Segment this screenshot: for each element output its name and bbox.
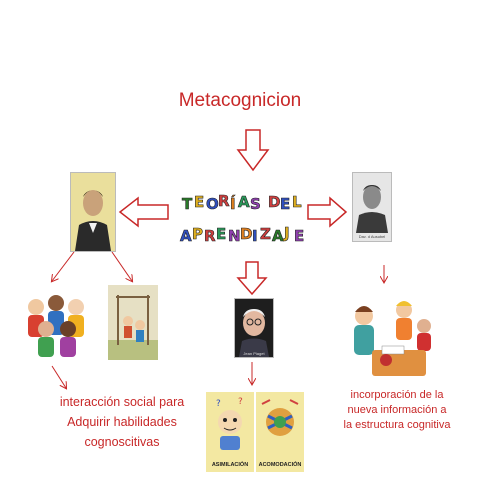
caption-incorporacion: incorporación de la nueva información a … (343, 389, 451, 431)
svg-text:Z: Z (260, 225, 271, 243)
vygotsky-portrait (70, 172, 116, 252)
diagram-title: Metacognicion (178, 90, 302, 111)
svg-text:L: L (292, 193, 302, 211)
ausubel-caption: Dav. d Ausubel (358, 234, 386, 239)
caption-interaccion-social: interacción social para Adquirir habilid… (59, 395, 185, 449)
svg-text:I: I (252, 227, 258, 245)
svg-text:R: R (218, 192, 230, 210)
svg-text:?: ? (238, 397, 243, 407)
svg-text:E: E (194, 193, 204, 211)
svg-text:A: A (238, 193, 250, 211)
svg-text:Í: Í (230, 194, 236, 213)
arrow-down-title (236, 129, 270, 172)
svg-text:S: S (250, 195, 261, 213)
arrow-right-logo (307, 196, 348, 228)
arrow-children-caption (51, 365, 66, 388)
piaget-portrait: Jean Piaget (234, 298, 274, 358)
arrow-left-logo (118, 196, 169, 228)
svg-text:R: R (204, 227, 216, 245)
arrow-vygotsky-playground (111, 251, 132, 281)
arrow-down-logo (236, 261, 268, 296)
acomodacion-label: ACOMODACIÓN (258, 462, 302, 468)
svg-text:D: D (268, 193, 280, 211)
children-group-illustration (22, 285, 90, 360)
classroom-illustration (342, 292, 438, 384)
svg-text:P: P (192, 225, 203, 243)
teorias-aprendizaje-logo: T E O R Í A S D E L A P R E N D I Z A J … (178, 185, 306, 255)
svg-text:A: A (180, 227, 192, 245)
ausubel-portrait: Dav. d Ausubel (352, 172, 392, 242)
acomodacion-card: ACOMODACIÓN (256, 392, 304, 472)
svg-text:O: O (206, 195, 219, 213)
svg-text:A: A (272, 227, 284, 245)
svg-text:T: T (182, 195, 193, 213)
piaget-caption: Jean Piaget (243, 351, 265, 356)
svg-text:N: N (228, 227, 241, 245)
svg-text:E: E (216, 225, 226, 243)
svg-text:E: E (294, 227, 304, 245)
playground-illustration (108, 285, 158, 360)
svg-text:E: E (280, 195, 290, 213)
asimilacion-label: ASIMILACIÓN (211, 462, 249, 468)
arrow-vygotsky-children (52, 251, 75, 281)
svg-text:D: D (240, 225, 252, 243)
svg-text:?: ? (216, 399, 221, 409)
svg-text:J: J (283, 224, 290, 242)
asimilacion-card: ? ? ASIMILACIÓN (206, 392, 254, 472)
